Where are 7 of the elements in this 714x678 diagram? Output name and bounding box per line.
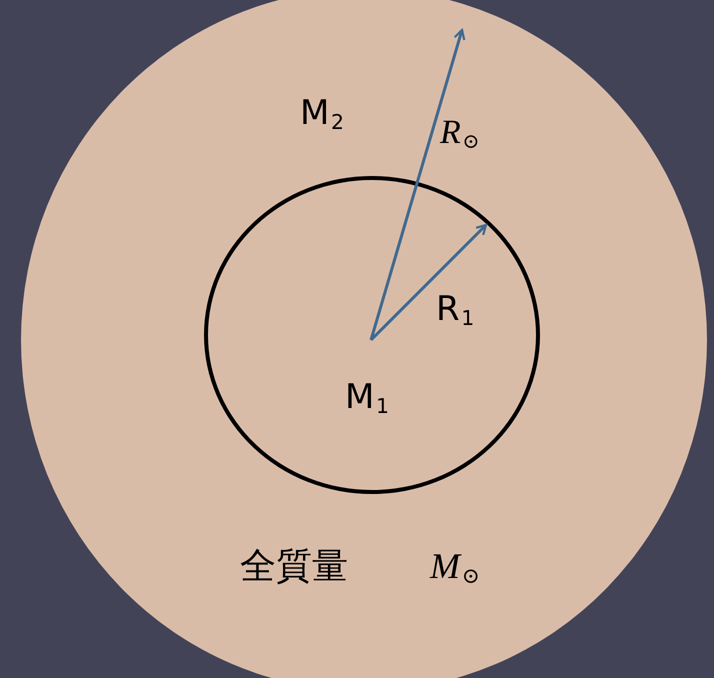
total-mass-text: 全質量 bbox=[240, 548, 348, 584]
mass-label: M$_{1}$ bbox=[345, 380, 389, 416]
radius-label: R$_{⊙}$ bbox=[440, 116, 480, 152]
solar-mass-symbol: M$_{⊙}$ bbox=[430, 548, 480, 588]
mass-label: M$_{2}$ bbox=[300, 96, 344, 132]
radius-label: R$_{1}$ bbox=[436, 292, 474, 328]
inner-sphere bbox=[204, 176, 540, 494]
